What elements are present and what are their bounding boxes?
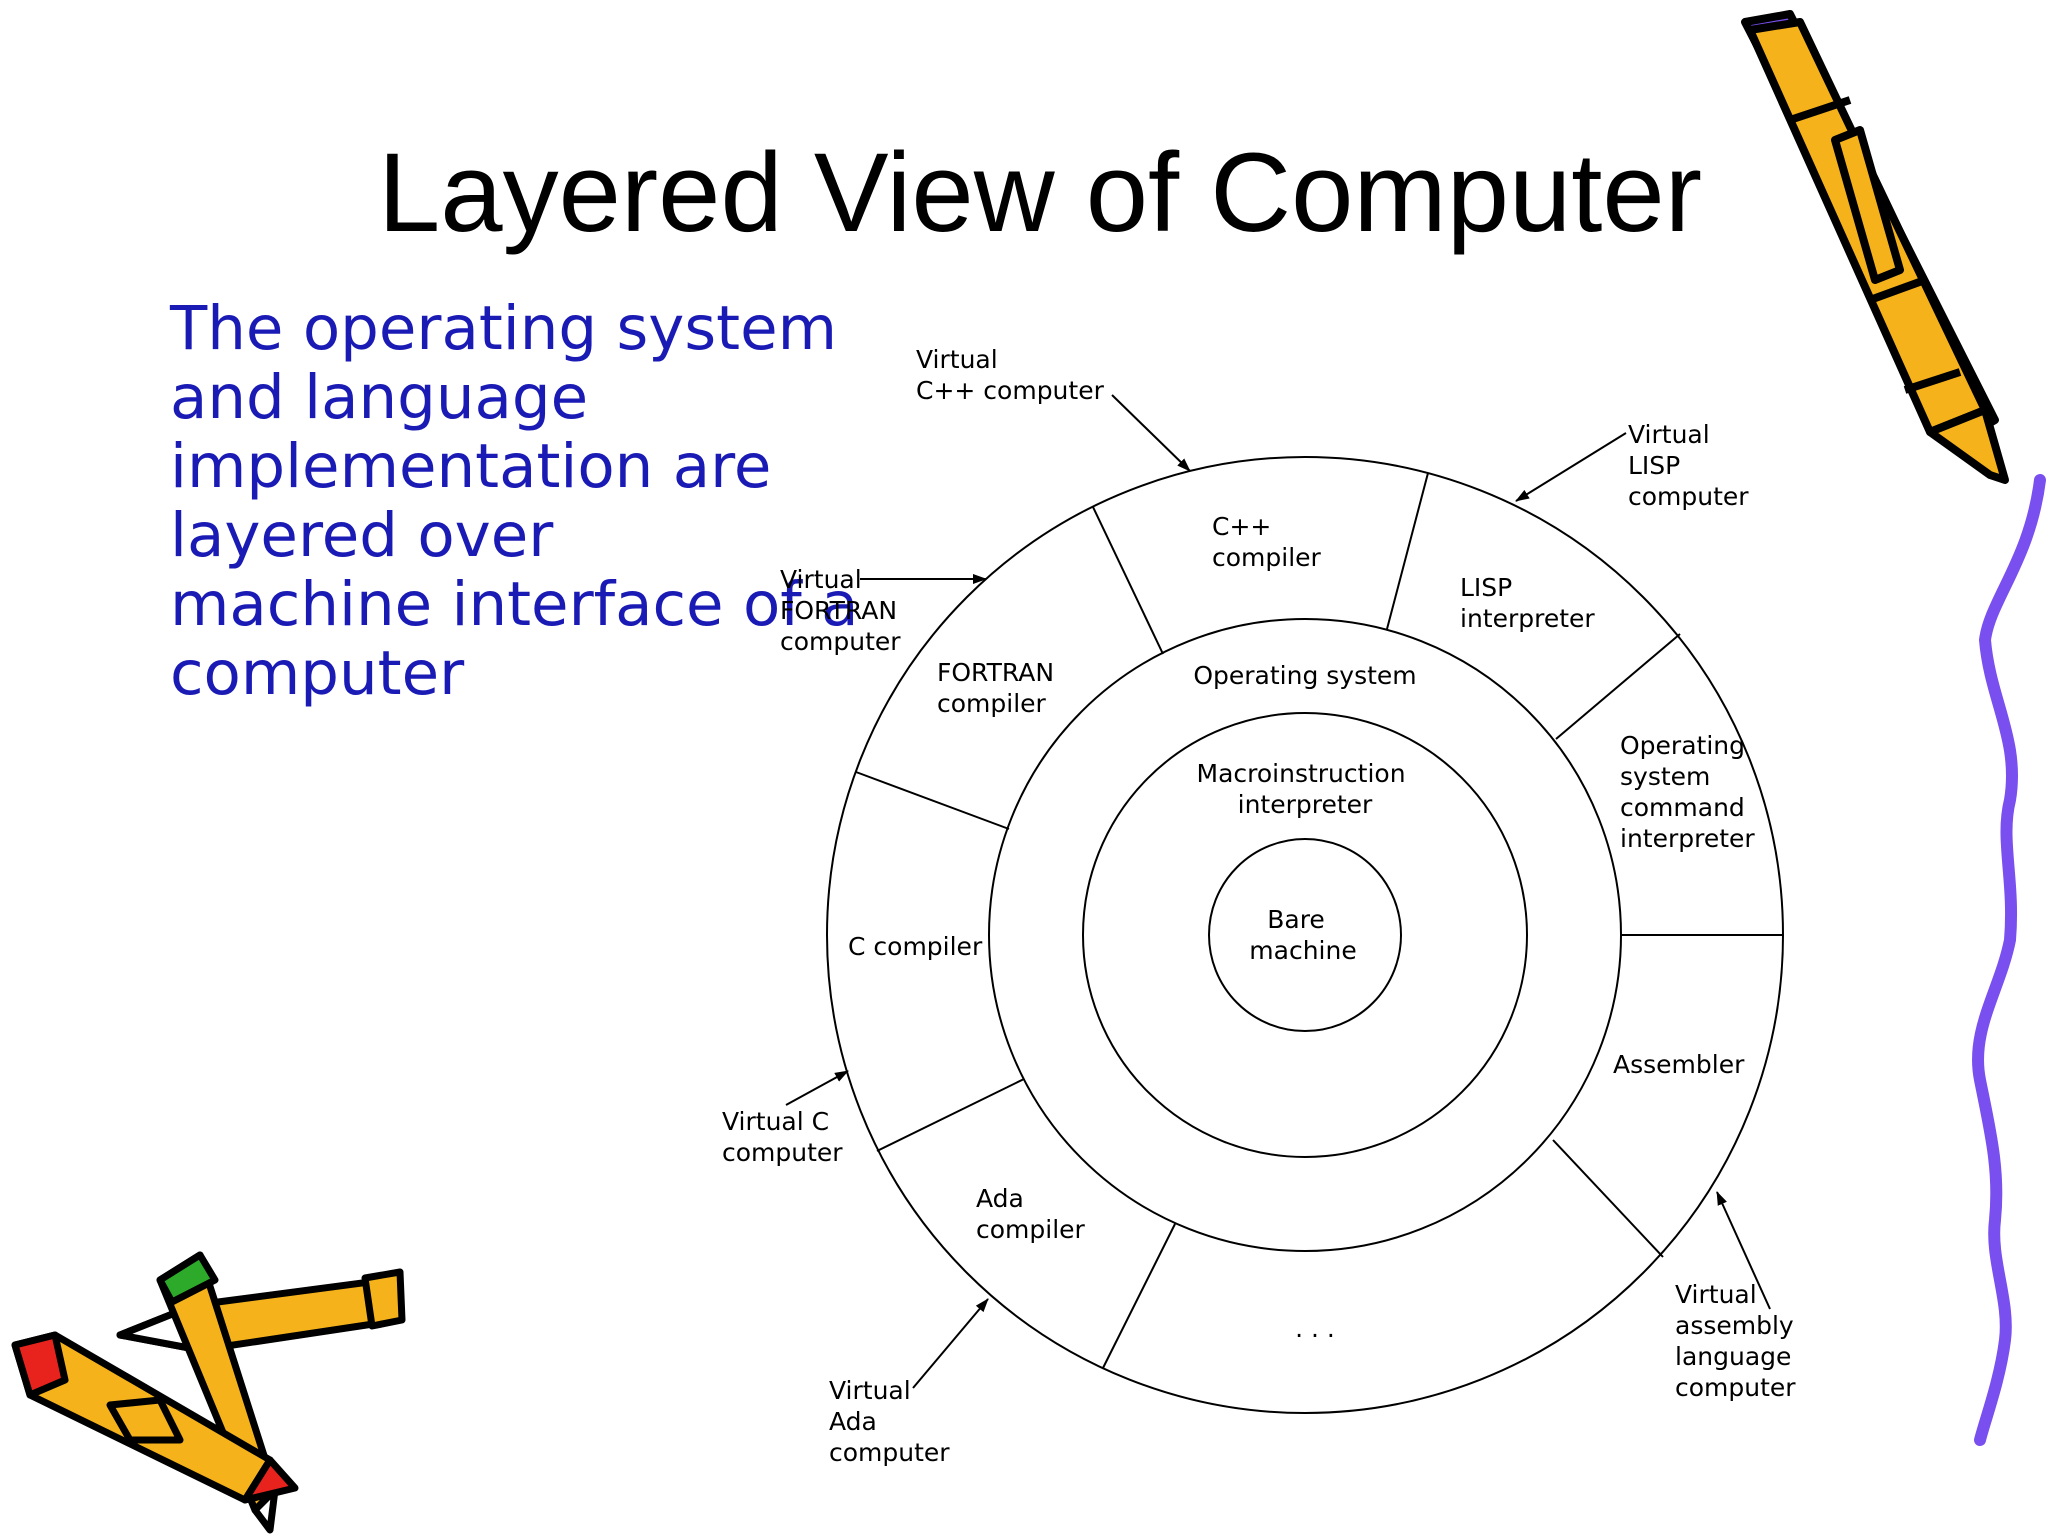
sector-divider [1555,633,1681,740]
virtual-fortran-callout: Virtual FORTRAN computer [780,565,905,656]
virtual-assembly-callout: Virtual assembly language computer [1675,1280,1802,1402]
bullet-line: layered over [170,500,554,571]
cpp-compiler-label: C++ compiler [1212,512,1322,572]
virtual-cpp-callout: Virtual C++ computer [916,345,1105,405]
fortran-compiler-label: FORTRAN compiler [937,658,1062,718]
sector-divider [1092,506,1164,655]
slide-title: Layered View of Computer [378,130,1702,255]
os-command-interpreter-label: Operating system command interpreter [1620,731,1755,853]
sector-divider [1552,1139,1664,1258]
c-compiler-label: C compiler [848,932,983,961]
sector-divider [855,771,1010,830]
arrow-virtual-ada [912,1298,989,1389]
sector-divider [876,1078,1025,1152]
virtual-c-callout: Virtual C computer [722,1107,843,1167]
arrow-virtual-c [785,1070,849,1106]
lisp-interpreter-label: LISP interpreter [1460,573,1595,633]
macroinstruction-label: Macroinstruction interpreter [1197,759,1414,819]
virtual-ada-callout: Virtual Ada computer [829,1376,950,1467]
arrow-virtual-assembly [1716,1191,1771,1310]
ellipsis-label: . . . [1295,1314,1335,1343]
bullet-line: computer [170,638,465,709]
sector-divider [1102,1223,1176,1369]
arrow-virtual-lisp [1515,432,1627,502]
macroinstruction-ring [1082,712,1528,1158]
bullet-line: implementation are [170,431,772,502]
arrow-virtual-cpp [1111,394,1191,472]
bare-machine-label: Bare machine [1249,905,1356,965]
assembler-label: Assembler [1613,1050,1745,1079]
bullet-text: The operating system and language implem… [170,293,859,709]
bullet-line: and language [170,362,589,433]
operating-system-label: Operating system [1193,661,1416,690]
sector-divider [1386,472,1429,630]
ada-compiler-label: Ada compiler [976,1184,1086,1244]
bare-machine-core [1208,838,1402,1032]
virtual-lisp-callout: Virtual LISP computer [1628,420,1749,511]
bullet-line: machine interface of a [170,569,859,640]
bullet-line: The operating system [170,293,838,364]
